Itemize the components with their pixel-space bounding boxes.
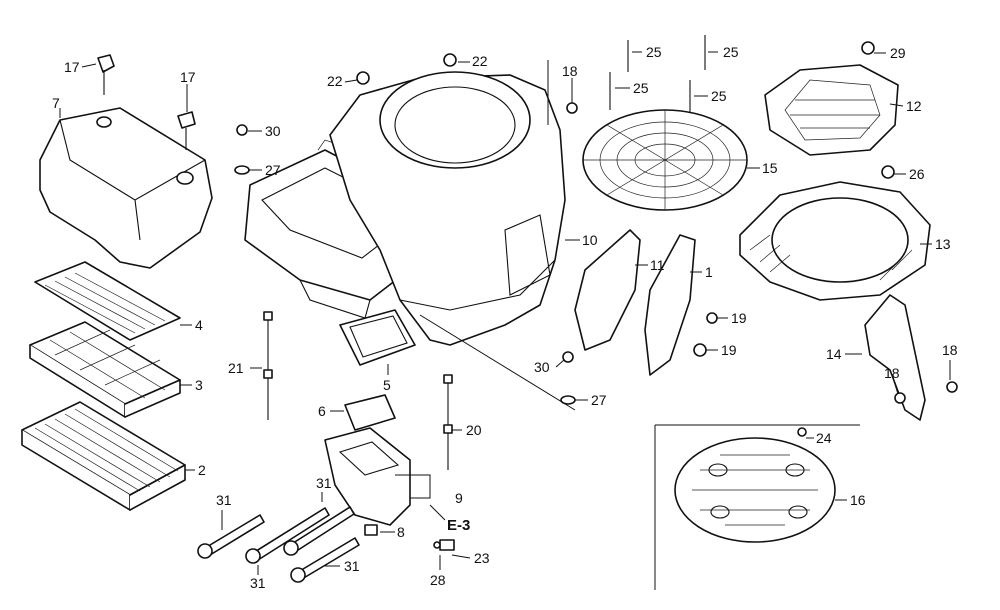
- callout-17: 17: [64, 59, 80, 75]
- callout-14: 14: [826, 346, 842, 362]
- callout-27: 27: [591, 392, 607, 408]
- callout-29: 29: [890, 45, 906, 61]
- callout-31: 31: [216, 492, 232, 508]
- callout-28: 28: [430, 572, 446, 588]
- callout-16: 16: [850, 492, 866, 508]
- callout-3: 3: [195, 377, 203, 393]
- callout-6: 6: [318, 403, 326, 419]
- filter-frame: [29, 321, 181, 418]
- long-bolts-31: [197, 506, 360, 583]
- callout-22: 22: [327, 73, 343, 89]
- packing: [344, 394, 396, 431]
- callout-5: 5: [383, 377, 391, 393]
- callout-25: 25: [633, 80, 649, 96]
- stud-bolt-21: [263, 311, 273, 420]
- callout-25: 25: [723, 44, 739, 60]
- wing-bolt: [97, 54, 115, 95]
- callout-8: 8: [397, 524, 405, 540]
- callout-2: 2: [198, 462, 206, 478]
- callout-18: 18: [562, 63, 578, 79]
- intake-manifold: [324, 427, 411, 526]
- group-outline: [654, 424, 860, 590]
- air-cleaner-cover: [39, 107, 213, 269]
- air-filter-element: [21, 401, 186, 511]
- callout-31: 31: [316, 475, 332, 491]
- mounting-bracket: [864, 294, 926, 421]
- callout-15: 15: [762, 160, 778, 176]
- wing-bolt-2: [177, 111, 196, 150]
- callout-23: 23: [474, 550, 490, 566]
- callout-22: 22: [472, 53, 488, 69]
- callout-13: 13: [935, 236, 951, 252]
- callout-19: 19: [721, 342, 737, 358]
- callout-18: 18: [942, 342, 958, 358]
- pre-filter-element: [34, 261, 181, 341]
- callout-9: 9: [455, 490, 463, 506]
- callout-20: 20: [466, 422, 482, 438]
- callout-26: 26: [909, 166, 925, 182]
- callout-21: 21: [228, 360, 244, 376]
- callout-e3: E-3: [447, 517, 470, 534]
- callout-24: 24: [816, 430, 832, 446]
- callout-25: 25: [646, 44, 662, 60]
- callout-1: 1: [705, 264, 713, 280]
- deflector-bracket: [644, 234, 696, 376]
- callout-31: 31: [344, 558, 360, 574]
- leader-lines: [59, 51, 951, 575]
- small-fasteners: [234, 35, 958, 551]
- callout-7: 7: [52, 95, 60, 111]
- deflector-plate: [574, 229, 641, 351]
- fan-shroud: [329, 71, 566, 346]
- stud-bolt-20: [443, 374, 453, 470]
- gasket: [339, 309, 416, 366]
- outer-cover: [764, 64, 899, 156]
- callout-17: 17: [180, 69, 196, 85]
- callout-labels: 17 17 7 30 27 22 22 18 25 25 25 25 29 12…: [52, 44, 958, 591]
- callout-25: 25: [711, 88, 727, 104]
- shroud-ring: [739, 181, 931, 301]
- callout-18: 18: [884, 365, 900, 381]
- callout-10: 10: [582, 232, 598, 248]
- callout-11: 11: [650, 257, 665, 273]
- callout-19: 19: [731, 310, 747, 326]
- top-guard-plate: [674, 437, 836, 543]
- callout-30: 30: [534, 359, 550, 375]
- callout-30: 30: [265, 123, 281, 139]
- callout-27: 27: [265, 162, 281, 178]
- callout-31: 31: [250, 575, 266, 591]
- callout-12: 12: [906, 98, 922, 114]
- protector-screen: [582, 109, 748, 211]
- callout-4: 4: [195, 317, 203, 333]
